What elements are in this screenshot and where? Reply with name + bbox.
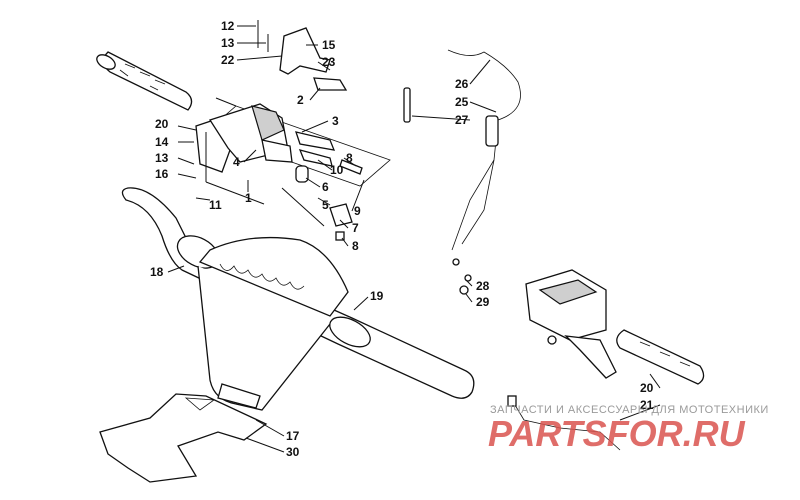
callout-numbers: 12 13 22 15 23 2 3 4 20 14 13 16 11 1 10… [150, 19, 654, 459]
callout-15: 15 [322, 38, 336, 52]
callout-18: 18 [150, 265, 164, 279]
callout-22: 22 [221, 53, 235, 67]
callout-7: 7 [352, 221, 359, 235]
watermark-tagline: ЗАПЧАСТИ И АКСЕССУАРЫ ДЛЯ МОТОТЕХНИКИ [490, 404, 769, 416]
callout-19: 19 [370, 289, 384, 303]
callout-29: 29 [476, 295, 490, 309]
handlebar [121, 187, 475, 411]
callout-6: 6 [322, 180, 329, 194]
leader-lines [167, 25, 661, 453]
callout-17: 17 [286, 429, 300, 443]
callout-13-left: 13 [155, 151, 169, 165]
switch-housing-assembly [195, 103, 391, 241]
callout-13-top: 13 [221, 36, 235, 50]
callout-3: 3 [332, 114, 339, 128]
callout-28: 28 [476, 279, 490, 293]
callout-5: 5 [322, 198, 329, 212]
callout-20-left: 20 [155, 117, 169, 131]
callout-30: 30 [286, 445, 300, 459]
callout-9: 9 [354, 204, 361, 218]
right-grip [616, 329, 705, 385]
callout-8-bottom: 8 [352, 239, 359, 253]
callout-8-top: 8 [346, 151, 353, 165]
callout-21: 21 [640, 398, 654, 412]
throttle-bracket [257, 20, 348, 91]
callout-16: 16 [155, 167, 169, 181]
callout-20-right: 20 [640, 381, 654, 395]
left-grip [96, 51, 193, 111]
grip-heater-wire [507, 395, 621, 451]
callout-10: 10 [330, 163, 344, 177]
callout-2-top: 2 [297, 93, 304, 107]
callout-1: 1 [245, 191, 252, 205]
callout-12: 12 [221, 19, 235, 33]
callout-4: 4 [233, 155, 240, 169]
throttle-cable-harness [403, 49, 521, 295]
callout-23: 23 [322, 55, 336, 69]
brake-master-cylinder [525, 269, 617, 379]
handlebar-pad-plate [99, 393, 268, 483]
callout-27: 27 [455, 113, 469, 127]
callout-25: 25 [455, 95, 469, 109]
callout-14: 14 [155, 135, 169, 149]
callout-26: 26 [455, 77, 469, 91]
watermark-logo-text: PARTSFOR.RU [488, 414, 746, 454]
watermark-logo: PARTSFOR.RU [488, 414, 746, 454]
callout-11: 11 [209, 198, 222, 212]
